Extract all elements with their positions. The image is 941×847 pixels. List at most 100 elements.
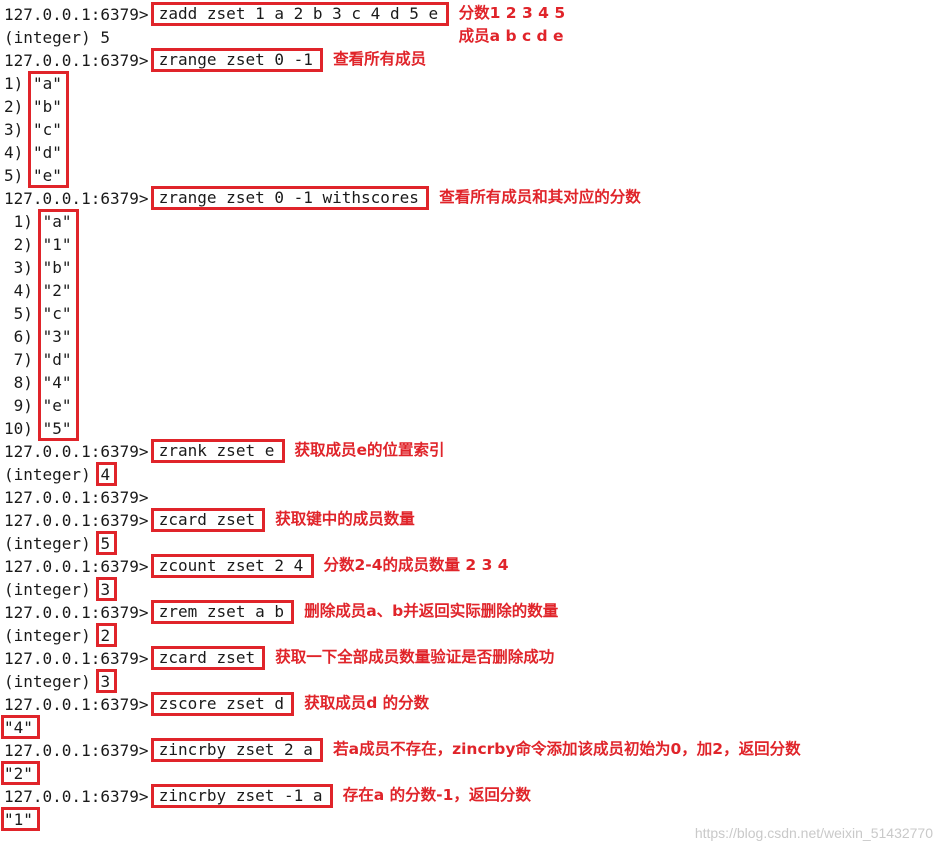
prompt-text: 127.0.0.1:6379> (4, 488, 149, 507)
list-index: 1) (4, 74, 24, 93)
result-highlight-box (1, 807, 40, 831)
list-value: "b" (42, 258, 72, 277)
prompt-text: 127.0.0.1:6379> (4, 741, 149, 760)
list-index: 5) (4, 304, 33, 323)
result-value: 3 (100, 672, 111, 691)
list-index: 4) (4, 281, 33, 300)
list-index: 10) (4, 419, 33, 438)
result-highlight-box (95, 577, 118, 601)
annotation-note: 获取成员d 的分数 (304, 694, 430, 712)
list-index: 9) (4, 396, 33, 415)
annotation-note: 删除成员a、b并返回实际删除的数量 (304, 602, 559, 620)
annotation-note: 存在a 的分数-1，返回分数 (342, 786, 531, 804)
command-text[interactable]: zincrby zset 2 a (158, 740, 313, 759)
result-highlight-box (1, 761, 40, 785)
command-text[interactable]: zcard zset (158, 510, 256, 529)
command-highlight-box (150, 186, 430, 210)
list-value: "1" (42, 235, 72, 254)
prompt-text: 127.0.0.1:6379> (4, 511, 149, 530)
list-value: "a" (42, 212, 72, 231)
list-value: "4" (42, 373, 72, 392)
integer-output: (integer) (4, 672, 91, 691)
list-index: 7) (4, 350, 33, 369)
list-value: "c" (42, 304, 72, 323)
result-value: 5 (100, 534, 111, 553)
prompt-text: 127.0.0.1:6379> (4, 51, 149, 70)
prompt-text: 127.0.0.1:6379> (4, 603, 149, 622)
annotation-note: 查看所有成员 (333, 50, 427, 68)
list-index: 3) (4, 120, 24, 139)
annotation-note: 获取成员e的位置索引 (294, 441, 445, 459)
list-value: "b" (32, 97, 62, 116)
annotation-note: 分数1 2 3 4 5 (458, 4, 566, 22)
list-value: "e" (32, 166, 62, 185)
list-index: 3) (4, 258, 33, 277)
command-text[interactable]: zrank zset e (158, 441, 275, 460)
command-highlight-box (150, 439, 285, 463)
list-value: "a" (32, 74, 62, 93)
list-value: "d" (42, 350, 72, 369)
list-index: 2) (4, 235, 33, 254)
integer-output: (integer) (4, 465, 91, 484)
integer-output: (integer) (4, 580, 91, 599)
command-highlight-box (150, 784, 333, 808)
command-highlight-box (150, 2, 449, 26)
list-index: 2) (4, 97, 24, 116)
result-highlight-box (95, 462, 118, 486)
result-value: "4" (4, 718, 33, 737)
list-highlight-box (27, 71, 69, 188)
list-value: "5" (42, 419, 72, 438)
integer-output: (integer) (4, 534, 91, 553)
result-value: 4 (100, 465, 111, 484)
command-highlight-box (150, 738, 324, 762)
prompt-text: 127.0.0.1:6379> (4, 649, 149, 668)
prompt-text: 127.0.0.1:6379> (4, 442, 149, 461)
command-highlight-box (150, 48, 324, 72)
annotation-note: 若a成员不存在，zincrby命令添加该成员初始为0，加2，返回分数 (333, 740, 801, 758)
command-highlight-box (150, 692, 295, 716)
list-value: "d" (32, 143, 62, 162)
command-highlight-box (150, 646, 266, 670)
list-value: "c" (32, 120, 62, 139)
command-text[interactable]: zrem zset a b (158, 602, 284, 621)
prompt-text: 127.0.0.1:6379> (4, 787, 149, 806)
result-highlight-box (95, 531, 118, 555)
annotation-note: 分数2-4的成员数量 2 3 4 (323, 556, 509, 574)
command-text[interactable]: zcard zset (158, 648, 256, 667)
list-index: 4) (4, 143, 24, 162)
list-highlight-box (37, 209, 79, 441)
command-text[interactable]: zadd zset 1 a 2 b 3 c 4 d 5 e (158, 4, 439, 23)
command-highlight-box (150, 554, 314, 578)
watermark: https://blog.csdn.net/weixin_51432770 (694, 825, 933, 841)
command-text[interactable]: zrange zset 0 -1 (158, 50, 313, 69)
annotation-note: 获取一下全部成员数量验证是否删除成功 (275, 648, 555, 666)
command-text[interactable]: zcount zset 2 4 (158, 556, 304, 575)
list-index: 5) (4, 166, 24, 185)
result-highlight-box (95, 623, 118, 647)
prompt-text: 127.0.0.1:6379> (4, 695, 149, 714)
prompt-text: 127.0.0.1:6379> (4, 189, 149, 208)
annotation-note: 获取键中的成员数量 (275, 510, 415, 528)
list-index: 8) (4, 373, 33, 392)
result-value: 3 (100, 580, 111, 599)
integer-output: (integer) 5 (4, 28, 110, 47)
integer-output: (integer) (4, 626, 91, 645)
command-highlight-box (150, 600, 295, 624)
result-value: 2 (100, 626, 111, 645)
result-highlight-box (1, 715, 40, 739)
annotation-note-second: 成员a b c d e (458, 27, 564, 45)
list-value: "e" (42, 396, 72, 415)
result-value: "1" (4, 810, 33, 829)
result-value: "2" (4, 764, 33, 783)
prompt-text: 127.0.0.1:6379> (4, 5, 149, 24)
list-index: 6) (4, 327, 33, 346)
command-text[interactable]: zrange zset 0 -1 withscores (158, 188, 419, 207)
command-text[interactable]: zincrby zset -1 a (158, 786, 323, 805)
list-value: "2" (42, 281, 72, 300)
list-index: 1) (4, 212, 33, 231)
list-value: "3" (42, 327, 72, 346)
command-text[interactable]: zscore zset d (158, 694, 284, 713)
prompt-text: 127.0.0.1:6379> (4, 557, 149, 576)
command-highlight-box (150, 508, 266, 532)
